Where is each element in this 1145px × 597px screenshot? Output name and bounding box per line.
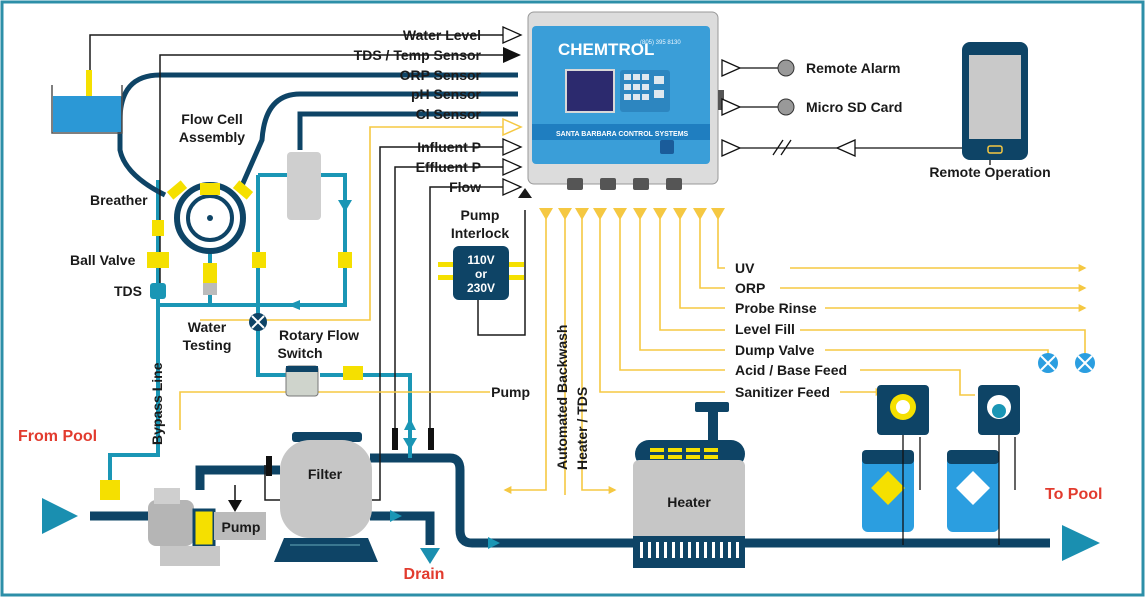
label-acid-base: Acid / Base Feed: [735, 362, 847, 378]
label-flow-cell-2: Assembly: [179, 129, 245, 145]
label-ball-valve: Ball Valve: [70, 252, 136, 268]
label-probe-rinse: Probe Rinse: [735, 300, 817, 316]
label-tds-temp: TDS / Temp Sensor: [354, 47, 482, 63]
label-rotary-1: Rotary Flow: [279, 327, 359, 343]
label-filter: Filter: [308, 466, 343, 482]
label-voltage-3: 230V: [467, 281, 495, 295]
pump-body: [148, 488, 266, 566]
label-remote-alarm: Remote Alarm: [806, 60, 900, 76]
label-orp-sensor: ORP Sensor: [400, 67, 482, 83]
drain-arrow: [420, 548, 440, 564]
phone-icon: [962, 42, 1028, 160]
label-effluent-p: Effluent P: [416, 159, 481, 175]
pump-interlock-box: [438, 246, 524, 300]
label-uv: UV: [735, 260, 755, 276]
label-water-testing-2: Testing: [183, 337, 232, 353]
label-remote-operation: Remote Operation: [929, 164, 1050, 180]
label-water-level: Water Level: [403, 27, 481, 43]
label-ph-sensor: pH Sensor: [411, 86, 482, 102]
label-sanitizer: Sanitizer Feed: [735, 384, 830, 400]
sd-card-icon: [777, 98, 795, 116]
label-bypass-line: Bypass Line: [149, 362, 165, 445]
controller-company: SANTA BARBARA CONTROL SYSTEMS: [556, 131, 689, 138]
label-heater-tds: Heater / TDS: [574, 387, 590, 470]
tds-sensor: [150, 283, 166, 299]
sensor-labels: Water Level TDS / Temp Sensor ORP Sensor…: [354, 27, 482, 195]
label-drain: Drain: [404, 566, 445, 583]
from-pool-arrow: [42, 498, 78, 534]
acid-feed-pump: [877, 385, 929, 435]
controller-phone: (805) 395 8130: [640, 40, 681, 46]
chemical-tanks: [862, 450, 999, 532]
label-heater: Heater: [667, 494, 711, 510]
output-labels: UV ORP Probe Rinse Level Fill Dump Valve…: [735, 260, 847, 400]
input-triangles: [502, 25, 523, 197]
to-pool-arrow: [1062, 525, 1100, 561]
controller-brand: CHEMTROL: [558, 40, 654, 59]
output-arrowheads: [539, 208, 725, 220]
heater-unit: [633, 402, 745, 568]
label-water-testing-1: Water: [188, 319, 227, 335]
sanitizer-feed-pump: [978, 385, 1020, 435]
label-influent-p: Influent P: [417, 139, 481, 155]
label-dump-valve: Dump Valve: [735, 342, 815, 358]
label-voltage-2: or: [475, 267, 487, 281]
label-pump-signal: Pump: [491, 384, 530, 400]
label-pump-interlock-2: Interlock: [451, 225, 510, 241]
label-cl-sensor: Cl Sensor: [416, 106, 482, 122]
label-orp: ORP: [735, 280, 765, 296]
label-from-pool: From Pool: [18, 428, 97, 445]
label-flow: Flow: [449, 179, 481, 195]
loop-valves: [100, 220, 363, 500]
sand-filter: [274, 432, 378, 562]
label-level-fill: Level Fill: [735, 321, 795, 337]
label-auto-backwash: Automated Backwash: [554, 325, 570, 470]
alarm-icon: [777, 59, 795, 77]
label-pump-interlock-1: Pump: [461, 207, 500, 223]
label-rotary-2: Switch: [277, 345, 322, 361]
water-level-tank: [51, 70, 123, 134]
label-micro-sd: Micro SD Card: [806, 99, 902, 115]
label-flow-cell-1: Flow Cell: [181, 111, 242, 127]
label-breather: Breather: [90, 192, 148, 208]
label-pump: Pump: [222, 519, 261, 535]
label-tds: TDS: [114, 283, 142, 299]
rotary-flow-switch: [285, 365, 319, 397]
sample-cylinder: [287, 152, 321, 220]
flow-cell-assembly: [166, 180, 254, 295]
label-to-pool: To Pool: [1045, 486, 1102, 503]
label-voltage-1: 110V: [467, 253, 494, 267]
fill-valves: [1038, 353, 1095, 373]
chemtrol-controller: [527, 11, 724, 190]
